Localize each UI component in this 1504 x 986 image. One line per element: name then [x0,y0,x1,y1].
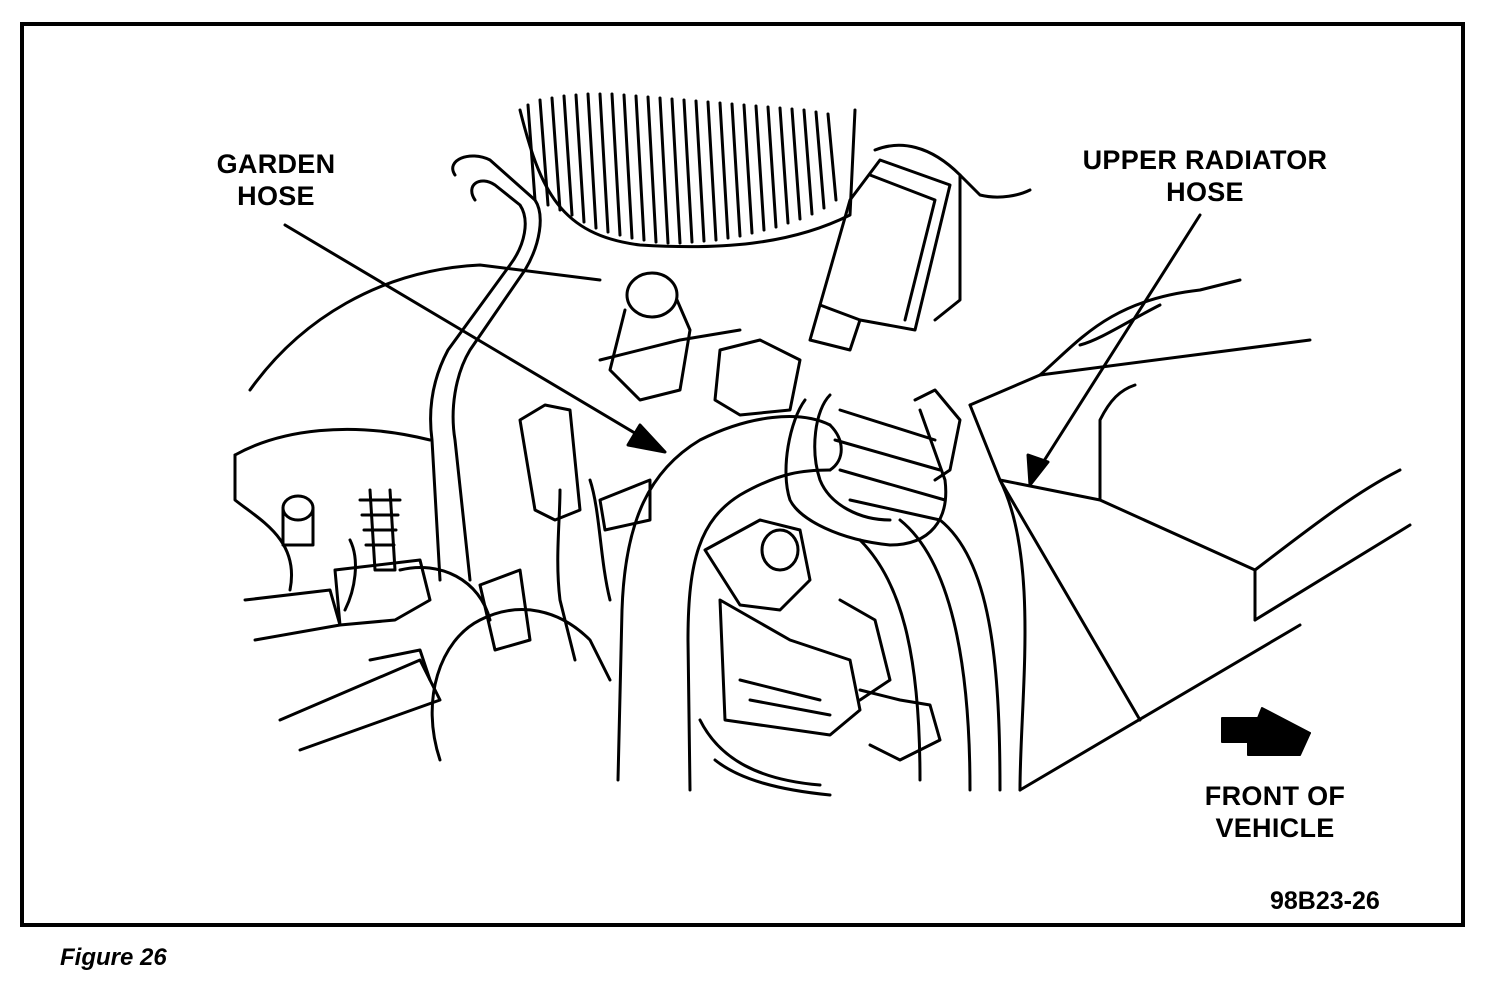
garden-hose-label-line2: HOSE [237,181,315,211]
fan-shroud [698,518,1002,797]
vent-tube [429,154,542,582]
hose-connectors [703,518,942,762]
upper-radiator-hose-label-line2: HOSE [1166,177,1244,207]
engine-left-side [233,263,602,752]
upper-radiator-hose-label: UPPER RADIATOR HOSE [1055,144,1355,208]
upper-radiator-hose-leader [1026,213,1202,487]
front-of-vehicle-label: FRONT OF VEHICLE [1180,780,1370,844]
alternator [398,565,612,762]
air-intake-bellows [518,92,857,249]
figure-caption: Figure 26 [60,944,167,971]
upper-radiator-hose-label-line1: UPPER RADIATOR [1082,145,1328,175]
garden-hose [616,415,843,792]
thermostat-housing [518,271,802,662]
upper-radiator-hose [784,388,962,547]
air-sensor-housing [808,143,1032,352]
front-of-vehicle-label-line2: VEHICLE [1215,813,1335,843]
figure-code: 98B23-26 [1270,887,1380,915]
radiator [968,278,1412,792]
front-of-vehicle-arrow-icon [1221,707,1311,756]
garden-hose-label-line1: GARDEN [216,149,336,179]
front-of-vehicle-label-line1: FRONT OF [1204,781,1346,811]
garden-hose-leader [283,223,667,454]
garden-hose-label: GARDEN HOSE [196,148,356,212]
